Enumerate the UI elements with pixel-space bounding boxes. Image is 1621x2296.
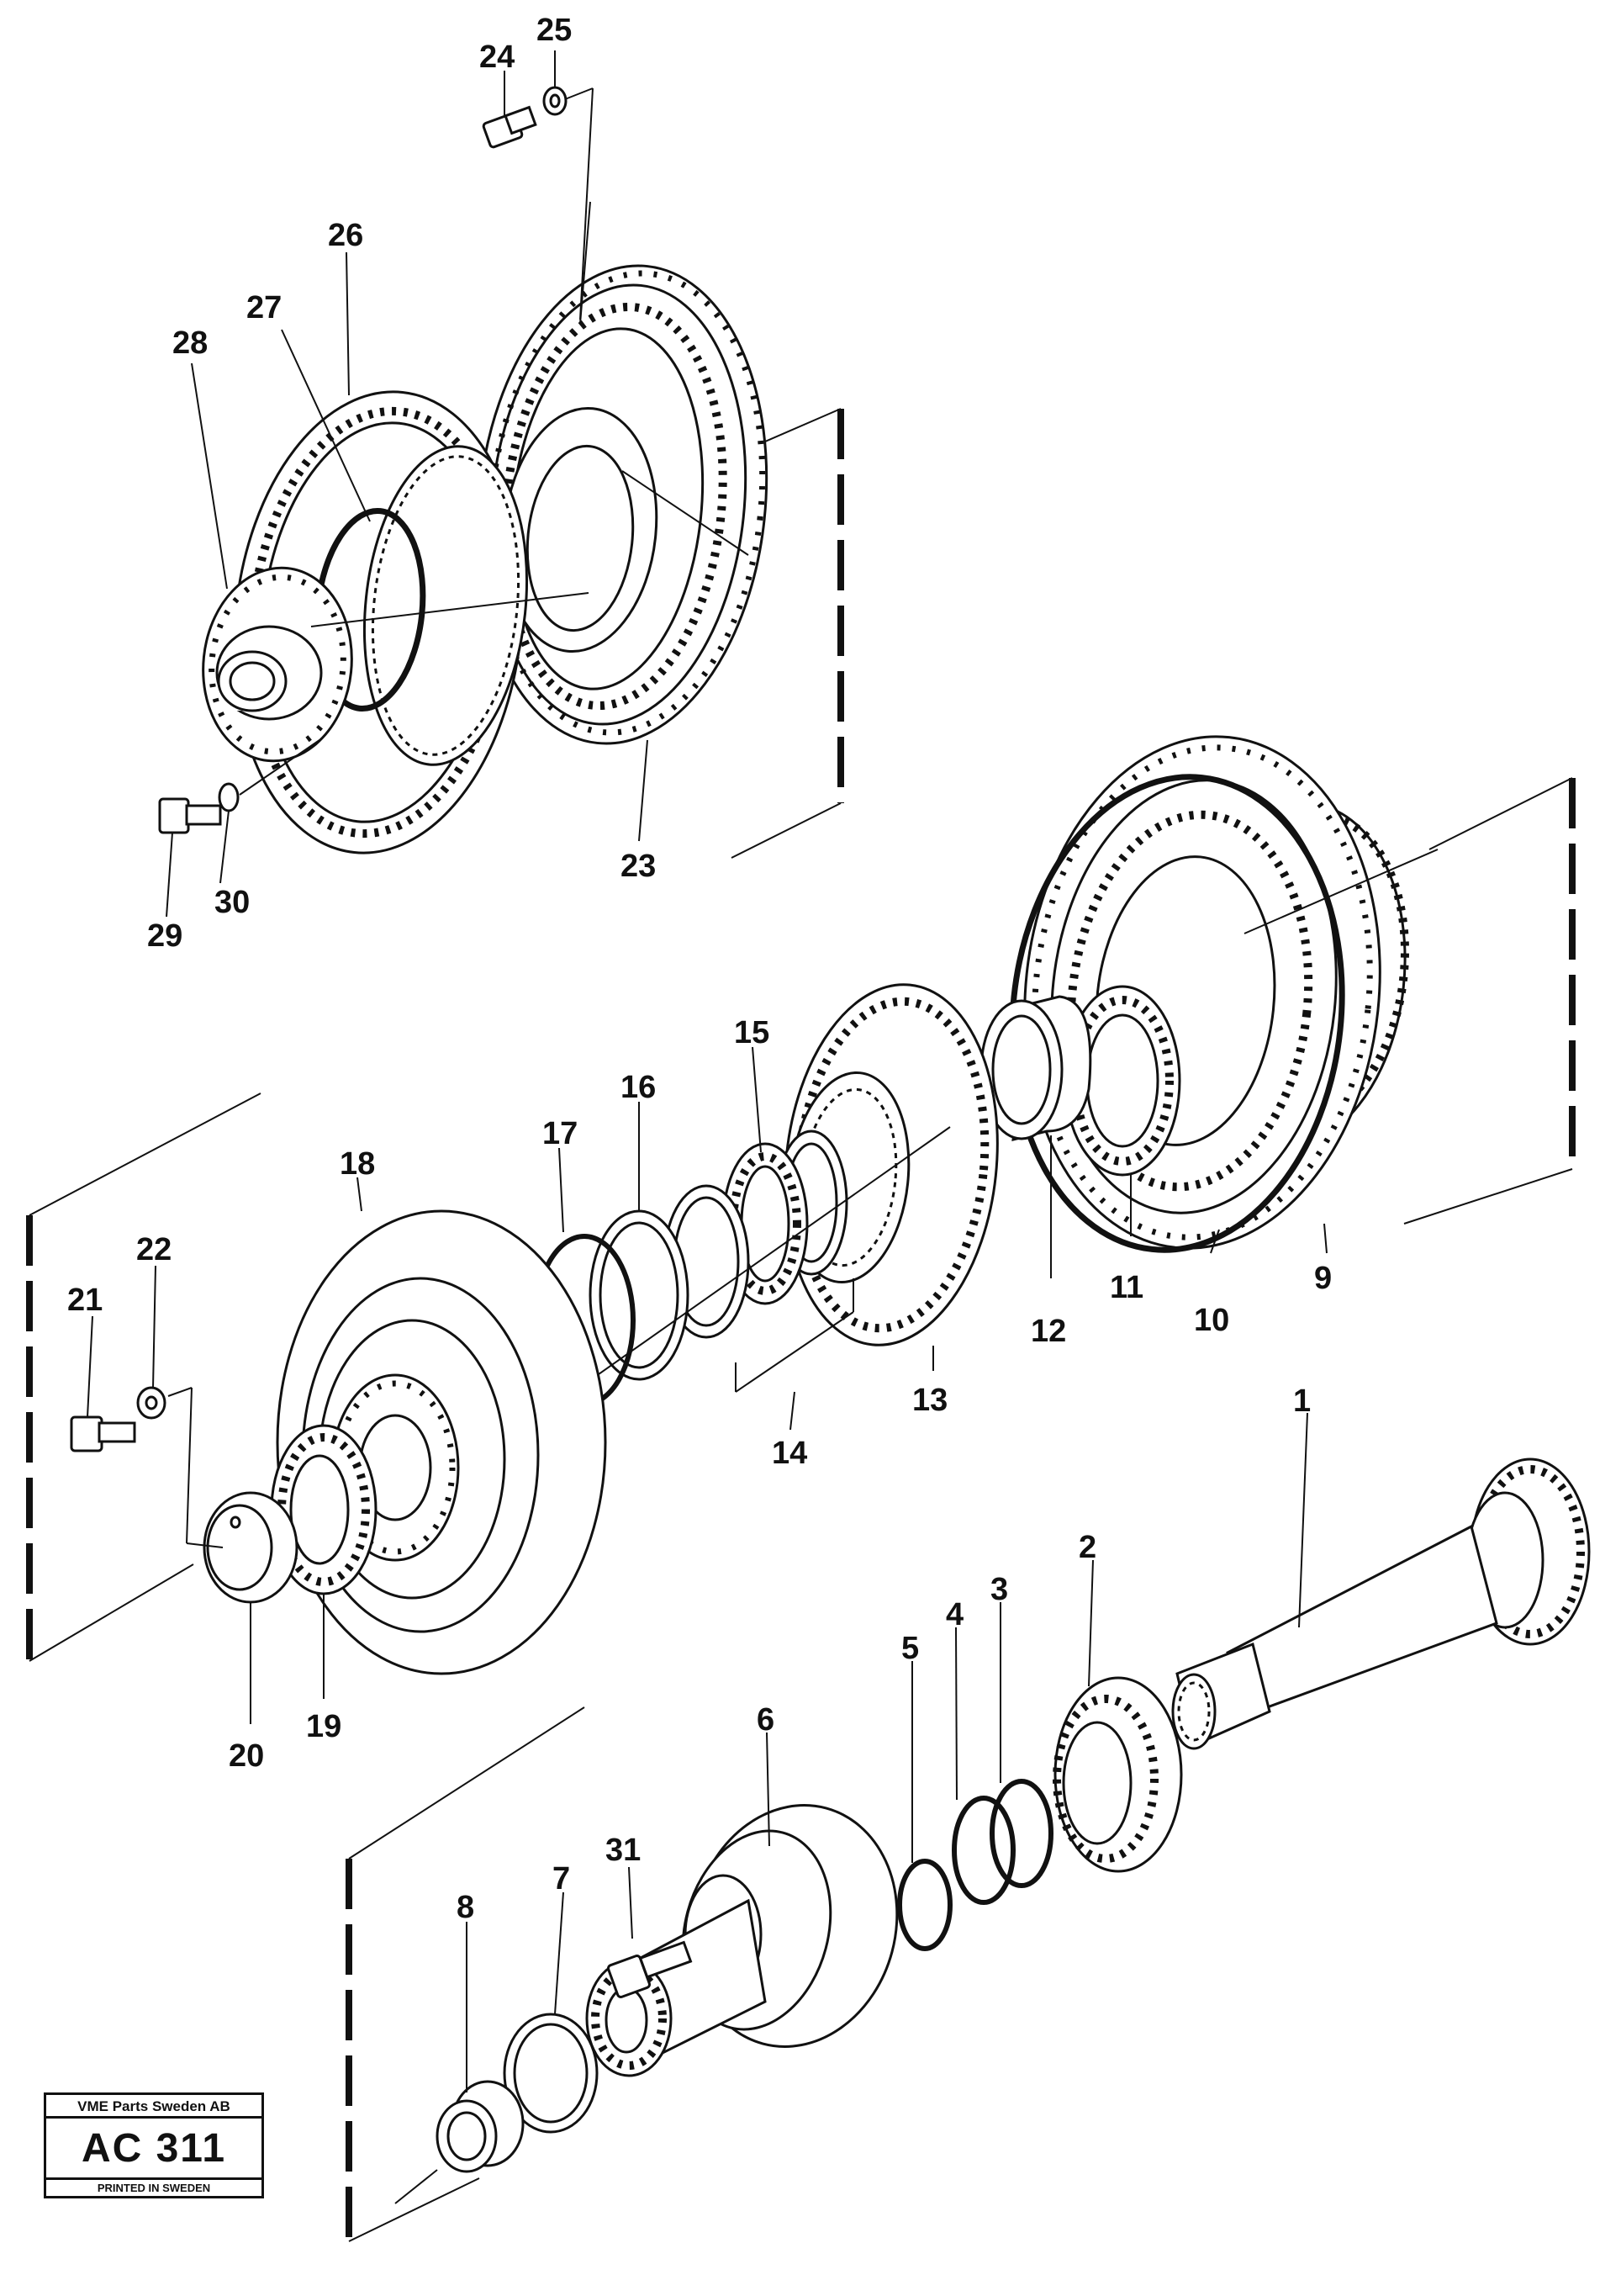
label-part-15: 15 (734, 1015, 769, 1050)
part-28-hub-flange (202, 566, 589, 763)
label-part-4: 4 (946, 1597, 964, 1632)
assembly-bracket-left (26, 1092, 261, 1662)
part-13-turbine-wheel (784, 983, 999, 1346)
label-part-23: 23 (620, 849, 656, 884)
assembly-bracket-bottom (346, 1706, 585, 2242)
label-part-19: 19 (306, 1709, 341, 1744)
label-part-31: 31 (605, 1833, 641, 1868)
assembly-bracket-housing (1403, 777, 1576, 1225)
label-part-25: 25 (536, 13, 572, 48)
part-21-bolt (70, 1415, 136, 1452)
label-part-18: 18 (340, 1146, 375, 1182)
part-30-washer (218, 782, 240, 812)
part-5-washer (897, 1661, 953, 1951)
label-part-7: 7 (552, 1861, 570, 1897)
part-1-input-shaft (1171, 1412, 1591, 1750)
part-2-ball-bearing (1053, 1559, 1183, 1873)
label-part-27: 27 (246, 290, 282, 325)
leaders-top (191, 50, 648, 842)
label-part-8: 8 (457, 1890, 474, 1925)
label-part-9: 9 (1314, 1261, 1332, 1296)
label-part-21: 21 (67, 1283, 103, 1318)
part-7-seal-ring (503, 1891, 599, 2134)
label-part-22: 22 (136, 1232, 172, 1267)
label-part-26: 26 (328, 218, 363, 253)
label-part-6: 6 (757, 1702, 774, 1738)
label-part-28: 28 (172, 325, 208, 361)
label-part-16: 16 (620, 1070, 656, 1105)
part-29-bolt (158, 797, 222, 834)
part-labels: 1 2 3 4 5 6 7 8 9 10 11 12 13 14 15 16 1… (67, 13, 1332, 1925)
label-part-3: 3 (990, 1572, 1008, 1607)
label-part-20: 20 (229, 1738, 264, 1774)
label-part-1: 1 (1293, 1383, 1311, 1419)
part-6-spline-shaft (585, 1898, 767, 2077)
part-25-washer (542, 86, 568, 116)
part-8-sleeve (394, 1922, 525, 2204)
label-part-12: 12 (1031, 1314, 1066, 1349)
drawing-code: AC 311 (81, 2126, 227, 2171)
part-3-snap-ring (990, 1602, 1053, 1888)
part-12-bearing-race (979, 995, 1092, 1141)
label-part-2: 2 (1079, 1530, 1096, 1565)
label-part-14: 14 (772, 1436, 807, 1471)
part-9-converter-housing (1023, 735, 1439, 1250)
label-part-13: 13 (912, 1383, 948, 1418)
printed-note: PRINTED IN SWEDEN (46, 2177, 261, 2196)
company-name: VME Parts Sweden AB (46, 2095, 261, 2119)
label-part-24: 24 (479, 40, 515, 75)
part-24-bolt (482, 105, 537, 149)
part-17-ring (589, 1209, 689, 1381)
title-block: VME Parts Sweden AB AC 311 PRINTED IN SW… (44, 2092, 264, 2198)
part-22-washer (136, 1386, 166, 1420)
part-4-spacer (952, 1627, 1016, 1905)
label-part-10: 10 (1194, 1303, 1229, 1338)
part-31-bolt (606, 1866, 693, 1999)
label-part-29: 29 (147, 918, 182, 954)
part-23-ring-gear-housing (476, 264, 768, 745)
label-part-5: 5 (901, 1631, 919, 1666)
part-10-o-ring (1009, 774, 1345, 1253)
label-part-11: 11 (1110, 1270, 1143, 1305)
label-part-30: 30 (214, 885, 250, 920)
label-part-17: 17 (542, 1116, 578, 1151)
leaders-middle-left (87, 1046, 1328, 1724)
leaders-29-30 (166, 739, 320, 918)
